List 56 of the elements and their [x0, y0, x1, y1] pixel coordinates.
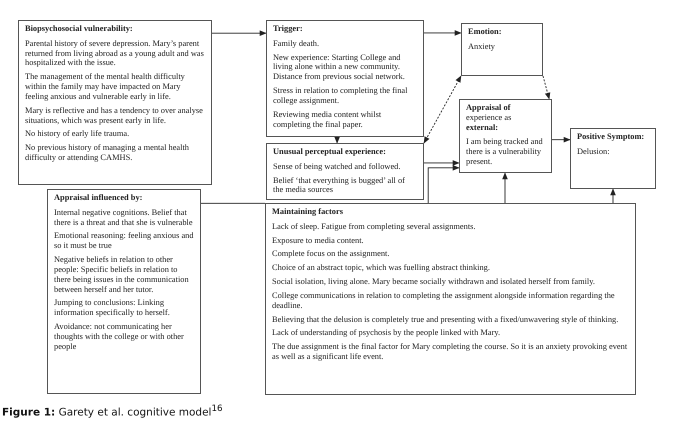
- box-heading: Positive Symptom:: [577, 132, 646, 142]
- text-box: [47, 189, 201, 394]
- box-text: New experience: Starting College and living alone within a new community. Distance from previous social network.: [273, 52, 406, 82]
- box-heading: Appraisal influenced by:: [54, 193, 144, 203]
- arrow: [428, 165, 460, 204]
- arrow: [424, 160, 460, 166]
- box-heading: Trigger:: [273, 24, 304, 34]
- box-text: Anxiety: [468, 42, 496, 52]
- box-text: Jumping to conclusions: Linking information specifically to herself.: [54, 298, 171, 318]
- arrow: [610, 188, 616, 204]
- arrow: [502, 172, 508, 204]
- box-text: No previous history of managing a mental health difficulty or attending CAMHS.: [25, 143, 190, 163]
- connector-line: [200, 202, 266, 204]
- box-text: Family death.: [273, 38, 320, 49]
- box-heading: Appraisal of experience as external:: [466, 103, 512, 132]
- box-heading: Biopsychosocial vulnerability:: [25, 24, 134, 34]
- box-text: Avoidance: not communicating her thoughts with the college or with other people: [54, 322, 185, 352]
- box-text: Believing that the delusion is completely true and presenting with a fixed/unwavering style of thinking.: [272, 314, 620, 324]
- box-text: Complete focus on the assignment.: [272, 249, 390, 260]
- box-text: Delusion:: [577, 146, 611, 157]
- box-text: Social isolation, living alone. Mary became socially withdrawn and isolated herself from family.: [272, 277, 596, 287]
- box-text: The due assignment is the final factor for Mary completing the course. So it is an anxiety provoking event as well as a significant life event.: [272, 342, 628, 362]
- box-text: No history of early life trauma.: [25, 129, 130, 140]
- arrow: [424, 30, 462, 36]
- arrow: [552, 136, 571, 142]
- box-text: Belief ‘that everything is bugged’ all of the media sources: [273, 176, 406, 196]
- box-heading: Maintaining factors: [272, 207, 344, 217]
- text-box: [265, 203, 636, 395]
- box-text: The management of the mental health difficulty within the family may have impacted on Mary feeling anxious and vulnerable early in life.: [25, 72, 186, 102]
- box-text: Reviewing media content whilst completing the final paper.: [273, 110, 382, 130]
- box-text: Emotional reasoning: feeling anxious and so it must be true: [54, 231, 194, 252]
- arrow: [424, 75, 462, 144]
- text-box: [459, 99, 552, 173]
- box-text: College communications in relation to completing the assignment alongside information regarding the deadline.: [272, 290, 616, 311]
- text-box: [18, 20, 212, 185]
- box-text: Sense of being watched and followed.: [273, 162, 402, 172]
- arrow: [542, 76, 550, 100]
- box-text: Parental history of severe depression. Mary’s parent returned from living abroad as a young adult and was hospitalized with the issue.: [25, 38, 205, 68]
- figure-caption: Figure 1: Garety et al. cognitive model$^{16}$: [2, 404, 223, 418]
- box-heading: Unusual perceptual experience:: [273, 147, 387, 157]
- box-text: Mary is reflective and has a tendency to over analyse situations, which was present early in life.: [25, 106, 204, 126]
- text-box: [266, 143, 424, 200]
- arrow: [334, 136, 340, 144]
- text-box: [461, 23, 543, 76]
- box-text: Stress in relation to completing the final college assignment.: [273, 86, 408, 106]
- text-box: [266, 20, 424, 137]
- box-text: Exposure to media content.: [272, 236, 365, 246]
- box-heading: Emotion:: [468, 27, 502, 37]
- box-text: Negative beliefs in relation to other people: Specific beliefs in relation to there being issues in the communication between herself and her tutor.: [54, 255, 190, 294]
- box-text: Lack of sleep. Fatigue from completing several assignments.: [272, 222, 477, 232]
- box-text: I am being tracked and there is a vulnerability present.: [466, 137, 544, 167]
- arrow: [212, 30, 267, 36]
- text-box: [570, 128, 656, 189]
- box-text: Lack of understanding of psychosis by the people linked with Mary.: [272, 328, 502, 338]
- box-text: Choice of an abstract topic, which was fuelling abstract thinking.: [272, 263, 491, 274]
- box-text: Internal negative cognitions. Belief that there is a threat and that she is vulnerable: [54, 208, 194, 228]
